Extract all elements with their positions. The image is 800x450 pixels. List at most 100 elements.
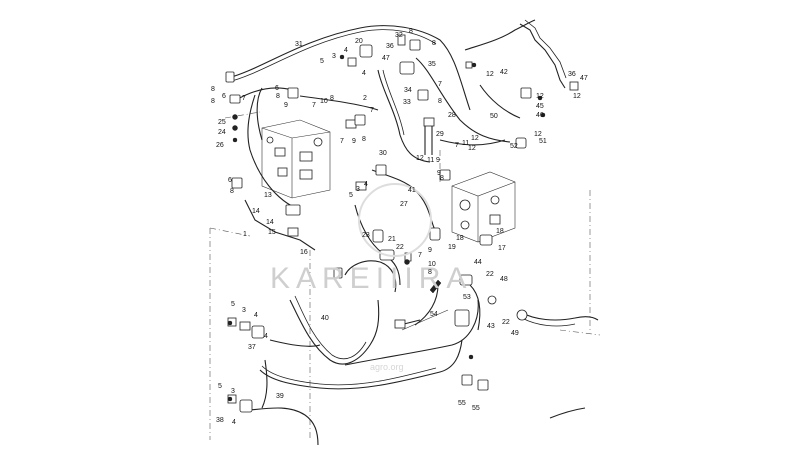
callout-8a: 8 [409, 28, 413, 35]
callout-8d: 8 [211, 98, 215, 105]
callout-15: 15 [268, 229, 276, 236]
callout-42: 42 [500, 69, 508, 76]
callout-2: 2 [363, 95, 367, 102]
callout-34: 34 [404, 87, 412, 94]
callout-4e: 4 [232, 419, 236, 426]
callout-36: 36 [386, 43, 394, 50]
callout-41: 41 [408, 187, 416, 194]
callout-8e: 8 [276, 93, 280, 100]
callout-8b: 8 [432, 40, 436, 47]
callout-6c: 6 [228, 177, 232, 184]
callout-12a: 12 [486, 71, 494, 78]
callout-17: 17 [498, 245, 506, 252]
callout-8j: 8 [428, 269, 432, 276]
callout-40: 40 [321, 315, 329, 322]
callout-5: 5 [320, 58, 324, 65]
callout-51: 51 [539, 138, 547, 145]
callout-54: 54 [430, 311, 438, 318]
callout-8f: 8 [330, 95, 334, 102]
callout-29: 29 [436, 131, 444, 138]
callout-45: 45 [536, 103, 544, 110]
callout-22b: 22 [486, 271, 494, 278]
callout-8h: 8 [362, 136, 366, 143]
callout-18b: 18 [496, 228, 504, 235]
callout-47b: 47 [580, 75, 588, 82]
callout-7a: 7 [242, 95, 246, 102]
callout-11a: 11 [462, 140, 469, 147]
callout-labels: 31 20 36 32 8 8 5 3 4 47 35 4 12 42 36 4… [211, 28, 588, 426]
frame-outline [209, 111, 601, 440]
callout-22a: 22 [396, 244, 404, 251]
callout-18a: 18 [456, 235, 464, 242]
callout-46: 46 [536, 112, 544, 119]
callout-8g: 8 [438, 98, 442, 105]
right-valve-block [451, 171, 516, 243]
callout-47: 47 [382, 55, 390, 62]
callout-37: 37 [248, 344, 256, 351]
callout-13: 13 [264, 192, 272, 199]
callout-52: 52 [510, 143, 518, 150]
callout-10b: 10 [428, 261, 436, 268]
callout-24: 24 [218, 129, 226, 136]
callout-39: 39 [276, 393, 284, 400]
callout-14a: 14 [252, 208, 260, 215]
callout-5d: 5 [349, 192, 353, 199]
callout-14b: 14 [266, 219, 274, 226]
callout-44: 44 [474, 259, 482, 266]
callout-7b: 7 [312, 102, 316, 109]
callout-27: 27 [400, 201, 408, 208]
callout-4: 4 [344, 47, 348, 54]
callout-19: 19 [448, 244, 456, 251]
callout-6a: 6 [222, 93, 226, 100]
callout-50: 50 [490, 113, 498, 120]
callout-3b: 3 [242, 307, 246, 314]
callout-11b: 11 [427, 157, 434, 164]
callout-9d: 9 [428, 247, 432, 254]
hose-lines [227, 19, 599, 446]
callout-53: 53 [463, 294, 471, 301]
callout-49: 49 [511, 330, 519, 337]
callout-55b: 55 [472, 405, 480, 412]
callout-9b: 9 [352, 138, 356, 145]
callout-7e: 7 [455, 142, 459, 149]
callout-7c: 7 [438, 81, 442, 88]
callout-3: 3 [332, 53, 336, 60]
callout-12f: 12 [416, 155, 424, 162]
callout-38: 38 [216, 417, 224, 424]
callout-12b: 12 [536, 93, 544, 100]
callout-12g: 12 [573, 93, 581, 100]
callout-9e: 9 [437, 170, 441, 177]
callout-26: 26 [216, 142, 224, 149]
watermark-site: agro.org [370, 362, 404, 372]
callout-32: 32 [395, 32, 403, 39]
fittings [225, 34, 579, 413]
callout-16: 16 [300, 249, 308, 256]
callout-4f: 4 [364, 181, 368, 188]
callout-9a: 9 [284, 102, 288, 109]
callout-12e: 12 [534, 131, 542, 138]
callout-7f: 7 [370, 107, 374, 114]
callout-10a: 10 [320, 98, 328, 105]
callout-4b: 4 [362, 70, 366, 77]
callout-43: 43 [487, 323, 495, 330]
callout-28: 28 [448, 112, 456, 119]
watermark-brand: KAREIIIRA [270, 262, 472, 295]
callout-4c: 4 [254, 312, 258, 319]
callout-9c: 9 [436, 157, 440, 164]
callout-55a: 55 [458, 400, 466, 407]
callout-1: 1 [243, 231, 247, 238]
callout-4d: 4 [264, 333, 268, 340]
watermark: KAREIIIRA agro.org [270, 183, 472, 372]
callout-3c: 3 [231, 388, 235, 395]
callout-35: 35 [428, 61, 436, 68]
callout-31: 31 [295, 41, 303, 48]
callout-33: 33 [403, 99, 411, 106]
callout-5b: 5 [231, 301, 235, 308]
callout-30: 30 [379, 150, 387, 157]
callout-8i: 8 [230, 188, 234, 195]
callout-21: 21 [388, 236, 396, 243]
callout-8k: 8 [440, 175, 444, 182]
callout-3d: 3 [356, 186, 360, 193]
